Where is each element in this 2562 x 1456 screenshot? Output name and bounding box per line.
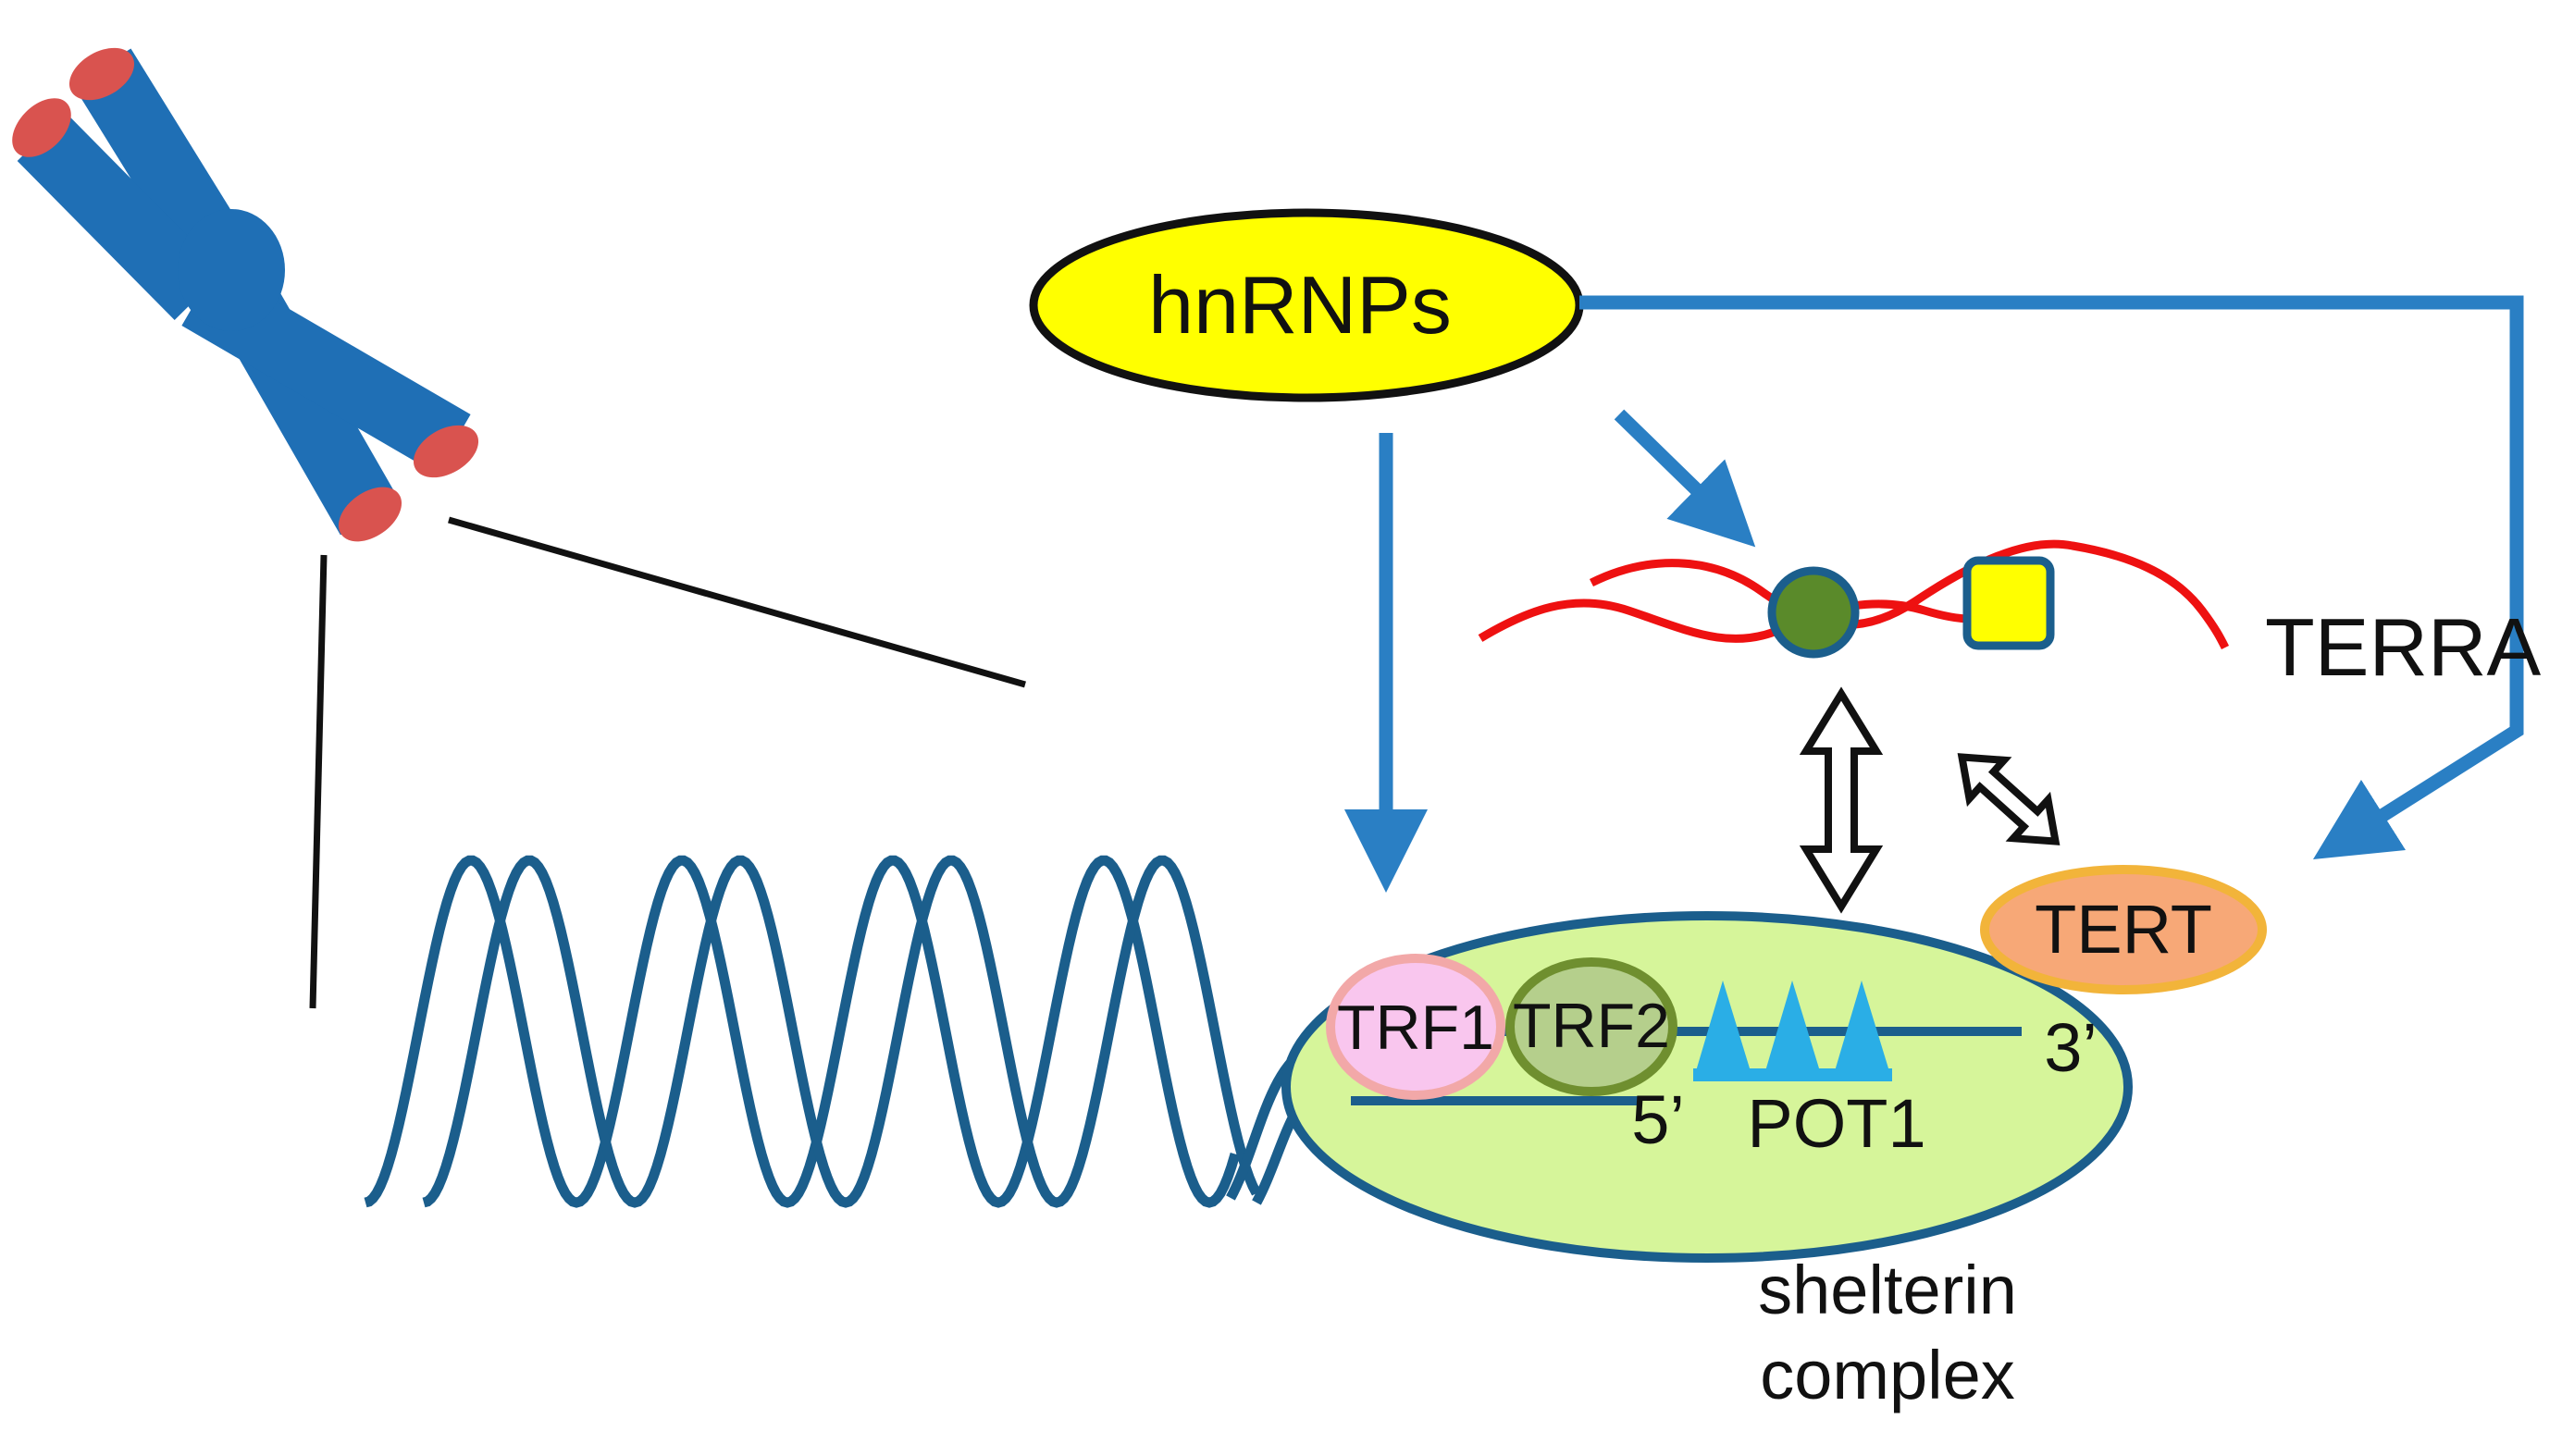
telomere-caps xyxy=(12,47,479,542)
pot1-label: POT1 xyxy=(1747,1085,1925,1162)
terra-label: TERRA xyxy=(2265,601,2542,693)
hnrnps-to-terra-arrow xyxy=(1614,409,1756,548)
tert-node: TERT xyxy=(1980,865,2267,994)
hnrnps-node: hnRNPs xyxy=(1029,208,1584,402)
regulation-arrows xyxy=(1344,295,2524,893)
shelterin-label-line1: shelterin xyxy=(1758,1252,2017,1328)
pot1-protein xyxy=(1693,981,1892,1081)
tert-label: TERT xyxy=(2035,891,2212,968)
dna-strand-b xyxy=(422,855,1261,1208)
terra-binding-square xyxy=(1962,556,2055,650)
dna-strand-a xyxy=(364,855,1241,1208)
dna-double-helix xyxy=(364,855,1425,1208)
trf2-label: TRF2 xyxy=(1513,991,1670,1061)
double-headed-arrow-icon xyxy=(1799,686,1884,914)
hnrnps-label: hnRNPs xyxy=(1148,259,1452,351)
chromosome-icon xyxy=(12,47,479,542)
zoom-lines xyxy=(309,516,1026,1009)
five-prime-label: 5’ xyxy=(1631,1081,1685,1158)
terra-rna xyxy=(1478,539,2230,659)
trf1-label: TRF1 xyxy=(1337,993,1494,1063)
trf1-protein xyxy=(1326,954,1505,1100)
shelterin-complex xyxy=(1281,911,2133,1263)
double-headed-arrow-icon xyxy=(1957,753,2061,845)
shelterin-label-line2: complex xyxy=(1760,1337,2015,1413)
three-prime-label: 3’ xyxy=(2044,1009,2098,1086)
hnrnps-to-tert-arrow xyxy=(1579,295,2524,860)
terra-binding-circle xyxy=(1767,566,1860,659)
trf2-protein xyxy=(1505,957,1677,1096)
